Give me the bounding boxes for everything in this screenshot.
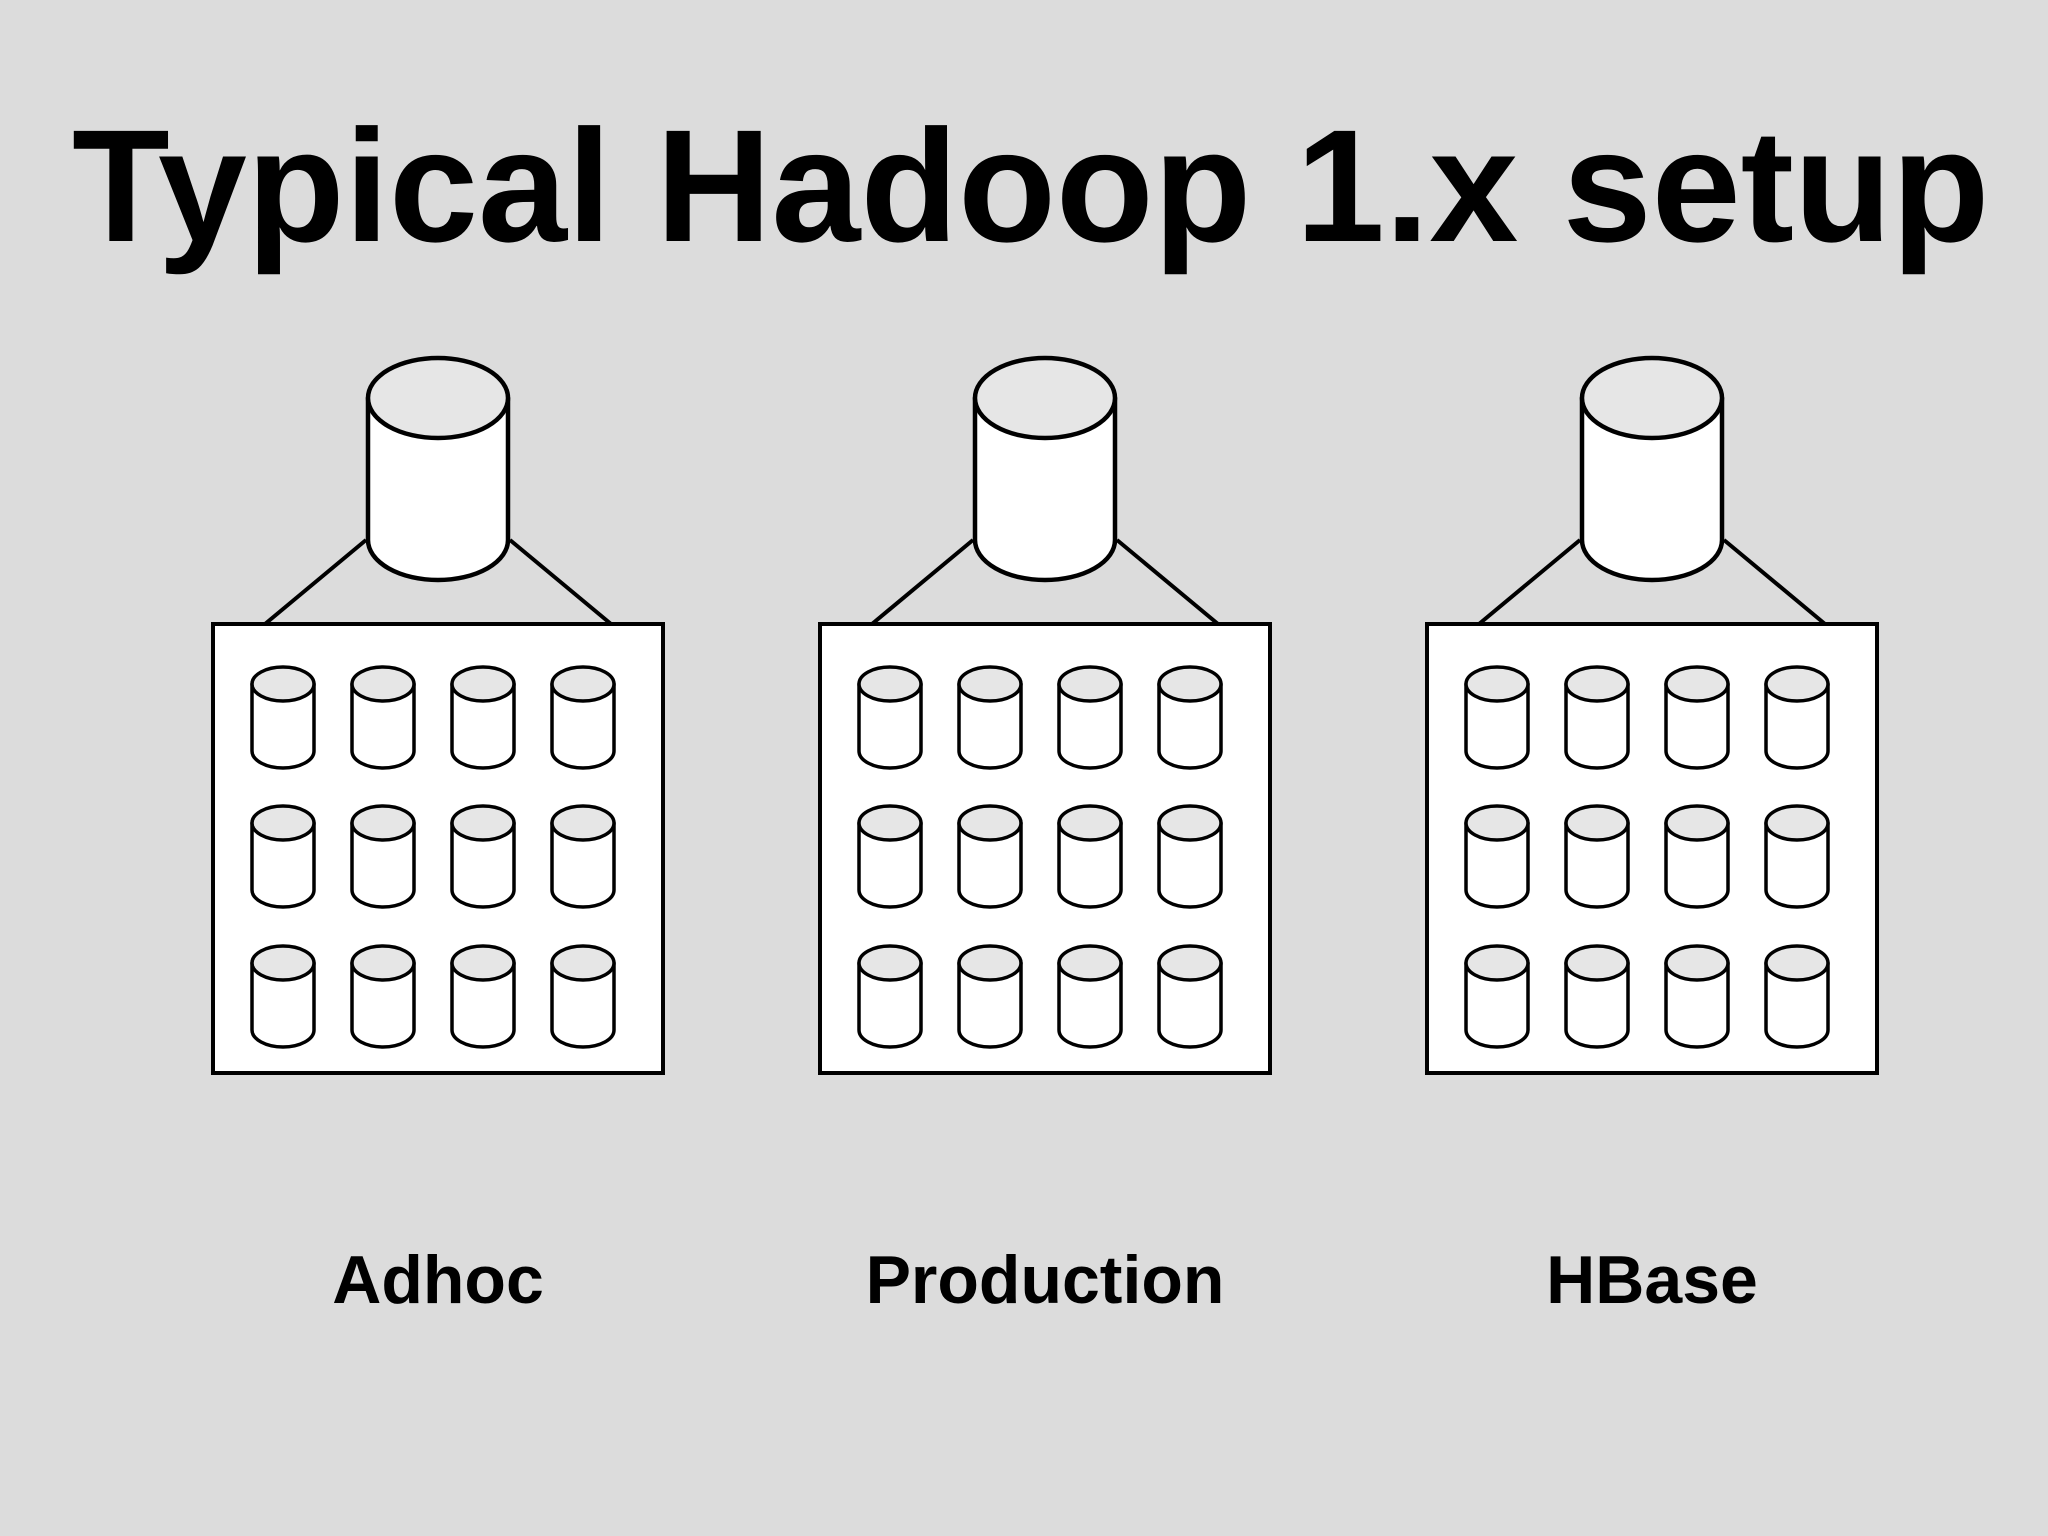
node-disk-icon [550,665,616,770]
cluster-production [818,355,1272,1075]
node-disk-icon [550,804,616,909]
node-disk-icon [550,944,616,1049]
node-disk-icon [450,804,516,909]
node-disk-icon [1464,804,1530,909]
node-disk-icon [1564,665,1630,770]
connector-line-left [870,538,975,626]
node-disk-icon [1157,944,1223,1049]
node-disk-icon [1057,804,1123,909]
cluster-label-hbase: HBase [1546,1242,1758,1318]
node-disk-icon [1464,944,1530,1049]
node-disk-icon [1764,944,1830,1049]
master-database-icon [365,355,511,583]
node-disk-icon [1764,804,1830,909]
connector-line-right [1722,538,1827,626]
node-disk-icon [1464,665,1530,770]
node-disk-icon [957,665,1023,770]
master-database-icon [972,355,1118,583]
node-disk-icon [857,804,923,909]
node-disk-icon [957,944,1023,1049]
connector-line-left [263,538,368,626]
master-database-icon [1579,355,1725,583]
node-disk-icon [957,804,1023,909]
node-disk-icon [250,665,316,770]
node-disk-icon [1664,944,1730,1049]
node-disk-icon [1664,804,1730,909]
node-disk-icon [857,944,923,1049]
node-disk-icon [250,944,316,1049]
cluster-adhoc [211,355,665,1075]
node-disk-icon [350,804,416,909]
node-disk-icon [1157,665,1223,770]
node-disk-icon [350,944,416,1049]
connector-line-right [1115,538,1220,626]
node-disk-icon [450,665,516,770]
node-disk-icon [857,665,923,770]
node-disk-icon [1057,944,1123,1049]
node-disk-icon [1764,665,1830,770]
node-disk-icon [1057,665,1123,770]
node-disk-icon [250,804,316,909]
node-disk-icon [1157,804,1223,909]
node-disk-icon [350,665,416,770]
connector-line-right [508,538,613,626]
connector-line-left [1477,538,1582,626]
page-title: Typical Hadoop 1.x setup [72,96,1990,275]
cluster-hbase [1425,355,1879,1075]
node-disk-icon [1564,804,1630,909]
node-disk-icon [1564,944,1630,1049]
cluster-label-production: Production [865,1242,1225,1318]
cluster-label-adhoc: Adhoc [332,1242,544,1318]
node-disk-icon [1664,665,1730,770]
node-disk-icon [450,944,516,1049]
